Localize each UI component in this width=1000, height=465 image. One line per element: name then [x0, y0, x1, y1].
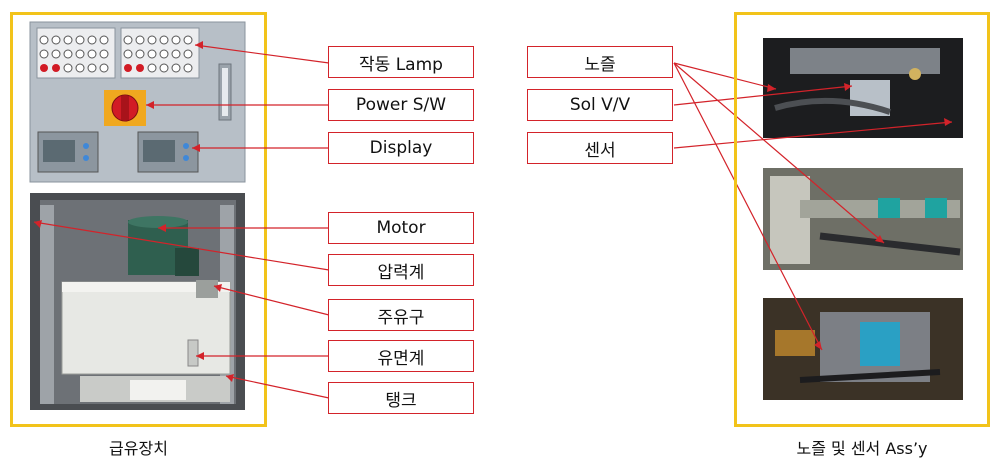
oil-tank-cabinet-photo [30, 193, 245, 410]
label-display: Display [328, 132, 474, 164]
label-tank: 탱크 [328, 382, 474, 414]
callout-lines [33, 44, 953, 399]
label-solenoid-valve: Sol V/V [527, 89, 673, 121]
right-caption: 노즐 및 센서 Ass’y [796, 439, 928, 458]
label-nozzle: 노즐 [527, 46, 673, 78]
label-sensor: 센서 [527, 132, 673, 164]
label-power-switch: Power S/W [328, 89, 474, 121]
control-panel-photo [29, 21, 246, 183]
callout-arrowheads [34, 41, 952, 382]
label-motor: Motor [328, 212, 474, 244]
label-oil-inlet: 주유구 [328, 299, 474, 331]
nozzle-sensor-photos [763, 38, 963, 400]
left-caption: 급유장치 [109, 439, 168, 458]
label-operation-lamp: 작동 Lamp [328, 46, 474, 78]
label-oil-level-gauge: 유면계 [328, 340, 474, 372]
nozzle-sensor-frame [734, 12, 990, 427]
label-pressure-gauge: 압력계 [328, 254, 474, 286]
